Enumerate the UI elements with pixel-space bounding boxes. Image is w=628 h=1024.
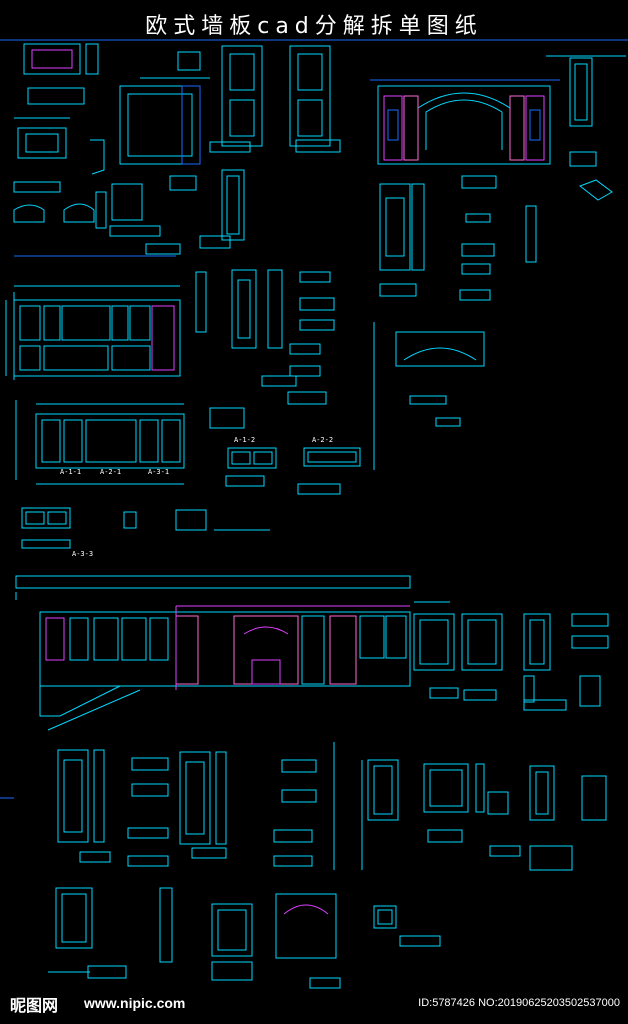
section-arched-wall-elevation xyxy=(370,55,626,301)
label-a-1-1: A-1-1 xyxy=(60,468,81,476)
section-lower-right-group xyxy=(361,759,607,871)
label-a-2-2: A-2-2 xyxy=(312,436,333,444)
watermark-logo: 昵图网 xyxy=(10,996,59,1015)
section-top-door-frame xyxy=(119,51,210,165)
section-a-parts xyxy=(21,407,361,549)
watermark-id: ID:5787426 NO:20190625203502537000 xyxy=(418,997,620,1009)
section-long-wall-panel xyxy=(15,400,185,485)
section-tall-door-panels xyxy=(209,45,341,241)
watermark-site: www.nipic.com xyxy=(84,995,186,1011)
section-lattice-wall-upper xyxy=(5,285,181,380)
section-arch-lintel xyxy=(373,322,485,470)
section-pilaster-parts xyxy=(195,269,335,405)
section-fireplace-wall xyxy=(39,605,411,731)
section-lower-door-panels xyxy=(57,742,335,870)
section-mid-small-parts xyxy=(14,175,425,297)
page-title: 欧式墙板cad分解拆单图纸 xyxy=(145,14,483,39)
section-bottom-row xyxy=(48,887,441,989)
label-a-3-1: A-3-1 xyxy=(148,468,169,476)
section-top-left-panels xyxy=(13,43,105,223)
section-lower-right-panels xyxy=(413,601,609,711)
label-a-1-2: A-1-2 xyxy=(234,436,255,444)
label-a-3-3: A-3-3 xyxy=(72,550,93,558)
section-cornice-band xyxy=(15,575,411,600)
label-a-2-1: A-2-1 xyxy=(100,468,121,476)
